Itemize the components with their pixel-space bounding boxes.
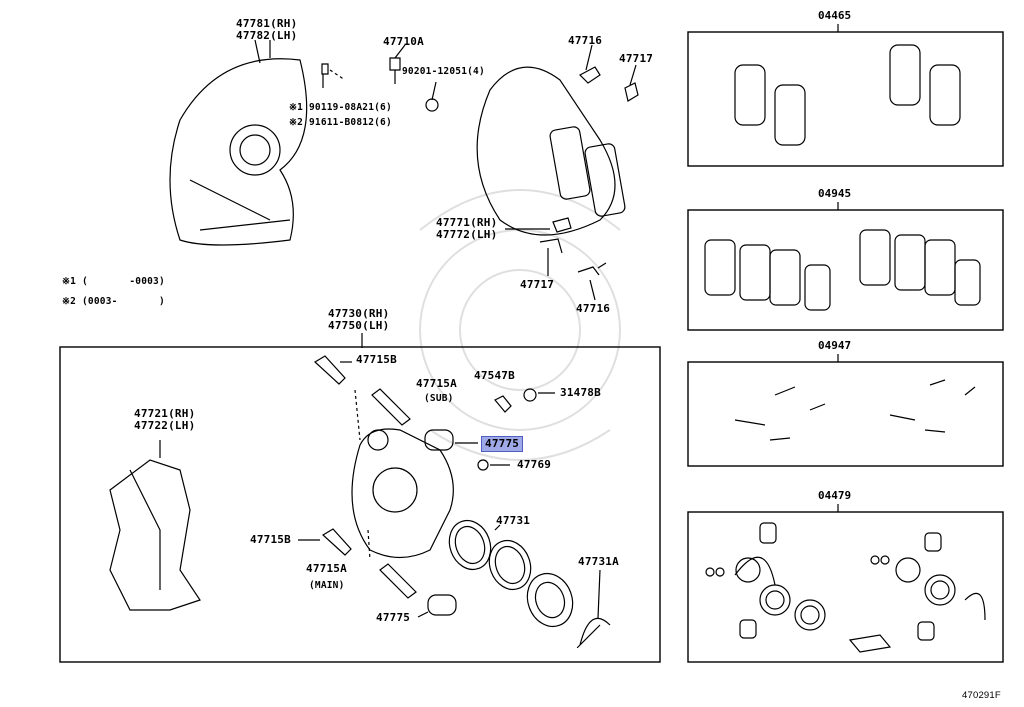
part-label-47781[interactable]: 47781(RH): [236, 17, 298, 30]
part-label-47715B-bot[interactable]: 47715B: [250, 533, 291, 546]
note-1-mark: ※1: [62, 276, 77, 287]
label-main: (MAIN): [309, 580, 345, 591]
note-2-text: (0003- ): [82, 296, 165, 307]
part-label-47717-bot[interactable]: 47717: [520, 278, 555, 291]
part-label-47715A-main[interactable]: 47715A: [306, 562, 347, 575]
part-label-47750[interactable]: 47750(LH): [328, 319, 390, 332]
watermark-emblem: [419, 189, 621, 461]
part-label-91611[interactable]: ※2 91611-B0812(6): [289, 117, 392, 128]
kit-label-04465[interactable]: 04465: [818, 9, 852, 22]
part-label-47717-top[interactable]: 47717: [619, 52, 654, 65]
note-2: ※2 (0003- ): [62, 296, 165, 308]
label-sub: (SUB): [424, 393, 454, 404]
part-label-47716-bot[interactable]: 47716: [576, 302, 611, 315]
part-label-47715B-top[interactable]: 47715B: [356, 353, 397, 366]
drawing-id: 470291F: [962, 690, 1001, 701]
part-label-47775-bot[interactable]: 47775: [376, 611, 411, 624]
part-label-47771[interactable]: 47771(RH): [436, 216, 498, 229]
part-label-47730[interactable]: 47730(RH): [328, 307, 390, 320]
kit-label-04479[interactable]: 04479: [818, 489, 852, 502]
part-label-47716-top[interactable]: 47716: [568, 34, 603, 47]
part-label-47731A[interactable]: 47731A: [578, 555, 619, 568]
part-label-47782[interactable]: 47782(LH): [236, 29, 298, 42]
kit-label-04947[interactable]: 04947: [818, 339, 852, 352]
note-1: ※1 ( -0003): [62, 276, 165, 288]
caliper-bracket: [109, 459, 201, 611]
part-label-47547B[interactable]: 47547B: [474, 369, 515, 382]
part-label-90201[interactable]: 90201-12051(4): [402, 66, 485, 77]
part-label-47731[interactable]: 47731: [496, 514, 531, 527]
part-label-47722[interactable]: 47722(LH): [134, 419, 196, 432]
kit-label-04945[interactable]: 04945: [818, 187, 852, 200]
note-1-text: ( -0003): [82, 276, 165, 287]
part-label-47775-highlighted[interactable]: 47775: [481, 436, 524, 452]
part-label-31478B[interactable]: 31478B: [560, 386, 601, 399]
part-label-47769[interactable]: 47769: [517, 458, 552, 471]
caliper-cylinder: [351, 428, 454, 559]
part-label-90119[interactable]: ※1 90119-08A21(6): [289, 102, 392, 113]
note-2-mark: ※2: [62, 296, 77, 307]
brake-pads-top: [549, 126, 626, 217]
part-label-47715A-sub[interactable]: 47715A: [416, 377, 457, 390]
part-label-47772[interactable]: 47772(LH): [436, 228, 498, 241]
part-label-47721[interactable]: 47721(RH): [134, 407, 196, 420]
dust-shield: [169, 58, 308, 246]
part-label-47710A[interactable]: 47710A: [383, 35, 424, 48]
